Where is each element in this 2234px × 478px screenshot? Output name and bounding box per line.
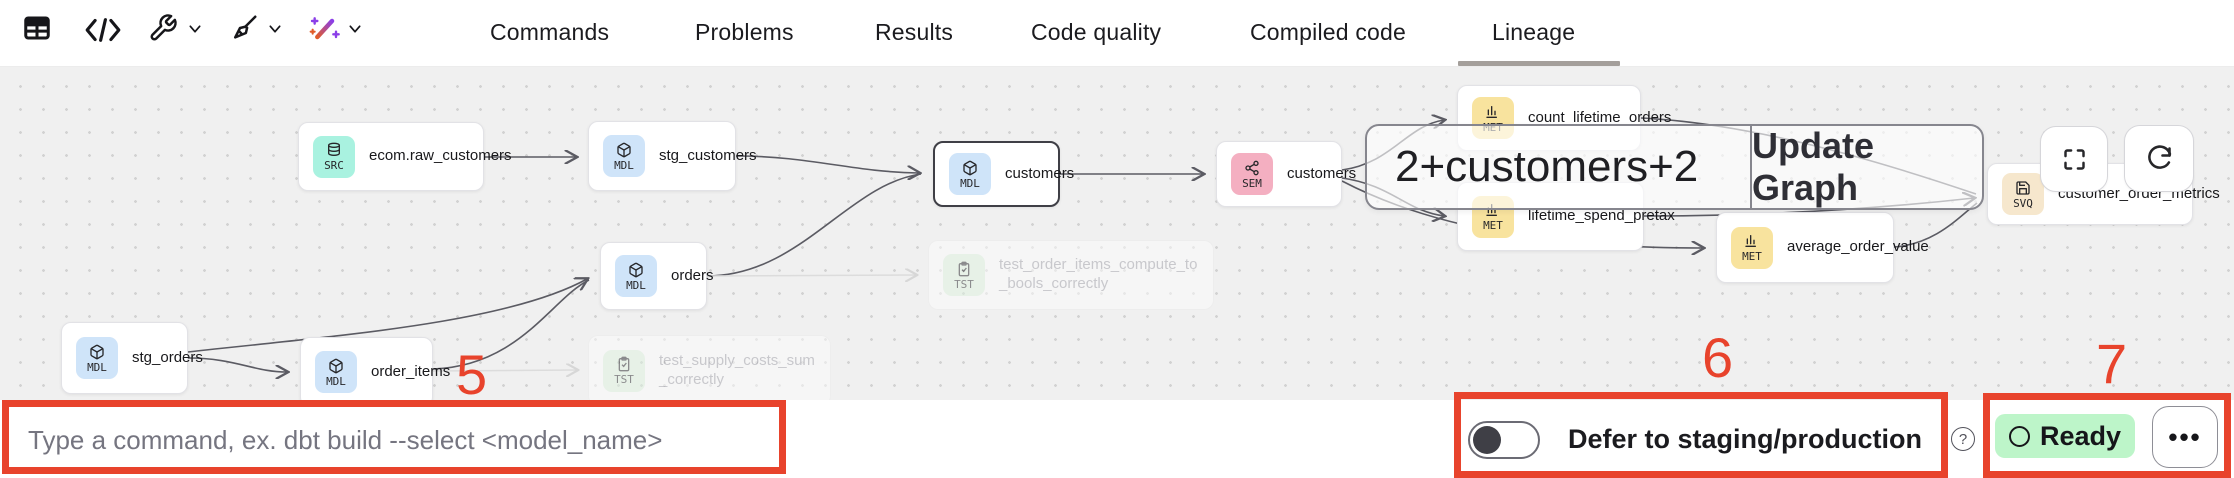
node-stg-orders[interactable]: MDL stg_orders (61, 322, 203, 394)
tab-code-quality[interactable]: Code quality (1031, 19, 1162, 45)
chevron-down-icon[interactable] (346, 21, 364, 37)
metric-badge: MET (1731, 226, 1773, 269)
active-tab-underline (1458, 61, 1620, 66)
model-badge: MDL (949, 153, 991, 195)
status-circle-icon (2008, 425, 2030, 447)
node-label: order_items (371, 362, 451, 380)
node-label: test_order_items_compute_to_bools_correc… (999, 256, 1198, 292)
node-label: test_supply_costs_sum_correctly (659, 351, 815, 388)
node-label: average_order_value (1787, 238, 1929, 256)
table-icon[interactable] (22, 13, 52, 43)
command-input[interactable] (26, 416, 770, 464)
lineage-canvas[interactable]: SRC ecom.raw_customers MDL stg_customers… (0, 66, 2234, 407)
node-stg-customers[interactable]: MDL stg_customers (588, 121, 757, 191)
refresh-icon (2148, 144, 2172, 169)
overlay-divider (1750, 126, 1752, 208)
node-label: lifetime_spend_pretax (1528, 207, 1675, 225)
node-test-supply-costs[interactable]: TST test_supply_costs_sum_correctly (588, 335, 831, 406)
node-label: orders (671, 266, 714, 284)
code-icon[interactable] (84, 17, 122, 43)
model-badge: MDL (315, 351, 357, 393)
node-label: stg_orders (132, 348, 203, 366)
wand-icon[interactable] (306, 13, 342, 45)
top-toolbar: Commands Problems Results Code quality C… (0, 0, 2234, 67)
node-label: customers (1287, 164, 1357, 182)
status-label: Ready (2039, 420, 2122, 451)
status-ready-button[interactable]: Ready (1995, 414, 2135, 458)
node-label: ecom.raw_customers (369, 147, 512, 165)
node-orders[interactable]: MDL orders (600, 242, 714, 310)
broom-icon[interactable] (229, 13, 259, 43)
node-label: count_lifetime_orders (1528, 108, 1672, 126)
node-label: customers (1005, 164, 1075, 182)
fullscreen-icon (2063, 148, 2085, 170)
saved-query-badge: SVQ (2002, 173, 2044, 215)
wrench-icon[interactable] (148, 13, 178, 43)
refresh-button[interactable] (2124, 125, 2194, 192)
node-average-order-value[interactable]: MET average_order_value (1716, 212, 1929, 283)
tab-commands[interactable]: Commands (490, 19, 610, 45)
node-label: stg_customers (659, 146, 757, 164)
toggle-knob (1473, 426, 1501, 454)
tab-results[interactable]: Results (875, 19, 954, 45)
semantic-badge: SEM (1231, 153, 1273, 195)
node-ecom-raw-customers[interactable]: SRC ecom.raw_customers (298, 122, 512, 191)
lineage-selector-overlay: 2+customers+2 Update Graph (1365, 124, 1984, 210)
selector-expression-input[interactable]: 2+customers+2 (1395, 142, 1699, 191)
tab-compiled-code[interactable]: Compiled code (1250, 19, 1407, 45)
node-order-items[interactable]: MDL order_items (300, 337, 450, 407)
source-badge: SRC (313, 135, 355, 178)
update-graph-button[interactable]: Update Graph (1752, 125, 1875, 208)
defer-toggle[interactable] (1468, 421, 1540, 459)
node-test-order-items[interactable]: TST test_order_items_compute_to_bools_co… (928, 240, 1214, 310)
model-badge: MDL (76, 337, 118, 379)
help-icon[interactable]: ? (1951, 427, 1975, 451)
test-badge: TST (603, 349, 645, 392)
fit-view-button[interactable] (2040, 126, 2108, 192)
defer-toggle-label: Defer to staging/production (1568, 424, 1922, 454)
chevron-down-icon[interactable] (266, 21, 284, 37)
more-options-button[interactable]: ••• (2152, 406, 2218, 468)
model-badge: MDL (615, 255, 657, 297)
tab-lineage[interactable]: Lineage (1492, 19, 1576, 45)
bottom-bar: Defer to staging/production ? Ready ••• (0, 400, 2234, 478)
chevron-down-icon[interactable] (186, 21, 204, 37)
test-badge: TST (943, 254, 985, 296)
tab-problems[interactable]: Problems (695, 19, 794, 45)
model-badge: MDL (603, 135, 645, 177)
node-customers-semantic[interactable]: SEM customers (1216, 141, 1356, 207)
node-customers-model[interactable]: MDL customers (933, 141, 1074, 207)
